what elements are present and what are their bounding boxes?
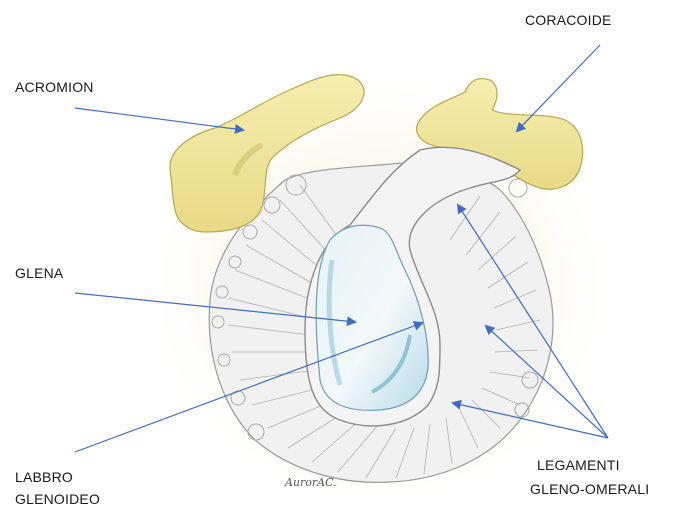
label-labbro-line2: GLENOIDEO bbox=[15, 488, 100, 510]
arrow-acromion bbox=[75, 108, 243, 130]
label-legamenti-line2: GLENO-OMERALI bbox=[530, 478, 649, 500]
label-labbro-line1: LABBRO bbox=[15, 466, 73, 488]
label-acromion: ACROMION bbox=[15, 76, 94, 98]
label-glena: GLENA bbox=[15, 262, 63, 284]
label-coracoide: CORACOIDE bbox=[525, 9, 612, 31]
label-legamenti-line1: LEGAMENTI bbox=[537, 454, 620, 476]
artist-signature: AurorAC. bbox=[285, 476, 337, 489]
